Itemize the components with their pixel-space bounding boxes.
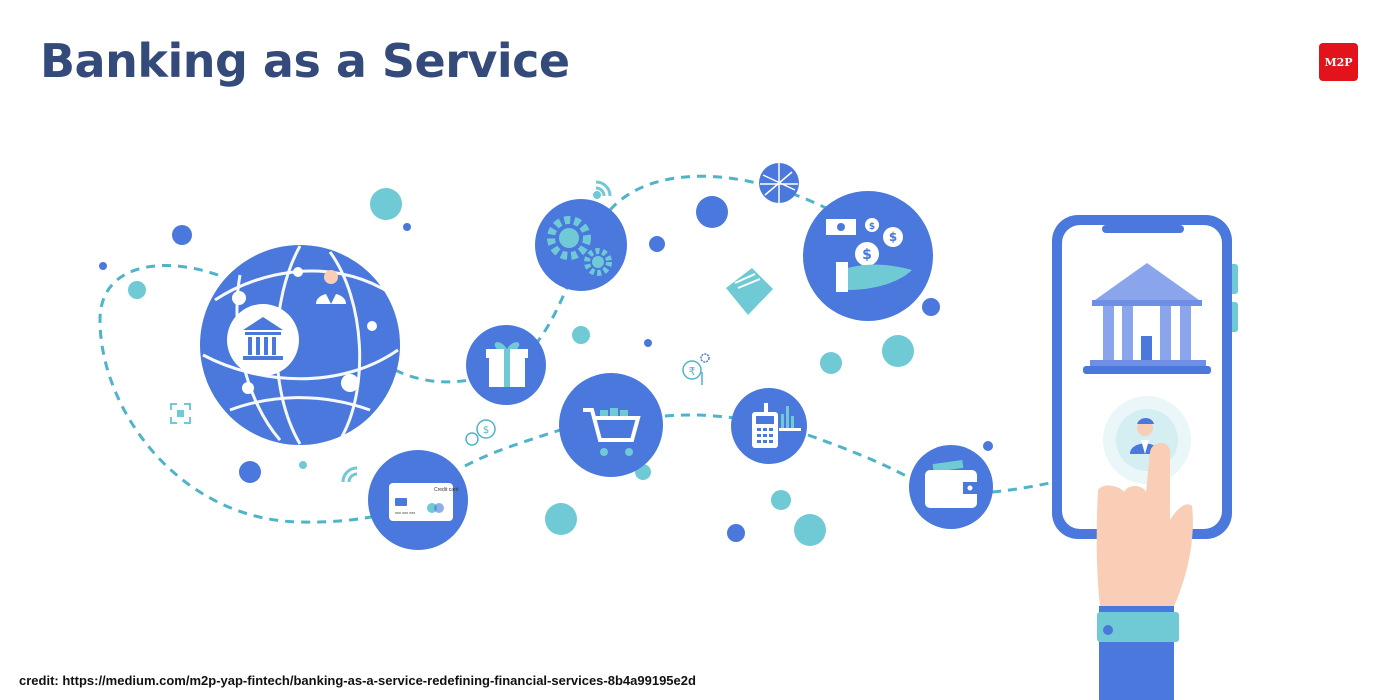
hand-icon	[1096, 443, 1193, 700]
bank-icon	[1083, 263, 1211, 374]
logo-text: M2P	[1324, 55, 1353, 69]
user-icon	[316, 270, 346, 304]
money-hand-icon: $ $ $	[803, 191, 933, 321]
network-globe-icon	[759, 163, 799, 203]
shopping-cart-icon	[559, 373, 663, 477]
card-label: Credit card	[434, 487, 459, 493]
svg-text:₹: ₹	[689, 365, 696, 378]
connection-path	[807, 433, 911, 480]
credit-text: credit: https://medium.com/m2p-yap-finte…	[19, 673, 696, 688]
wifi-icon	[593, 180, 612, 199]
connection-path	[394, 368, 471, 384]
slide-title: Banking as a Service	[40, 34, 570, 88]
globe-bank-icon	[200, 245, 400, 445]
envelope-icon	[726, 268, 773, 315]
connection-path	[98, 264, 396, 524]
svg-text:$: $	[483, 425, 489, 436]
gears-icon	[535, 199, 627, 291]
connection-path	[464, 428, 561, 468]
credit-card-icon: Credit card xxx xxx xxx	[368, 450, 468, 550]
coin-icon: $	[465, 419, 496, 446]
gift-icon	[466, 325, 546, 405]
scan-icon	[170, 403, 191, 424]
wifi-icon	[341, 466, 358, 483]
svg-text:$: $	[869, 222, 875, 232]
connection-path	[991, 480, 1056, 494]
svg-text:$: $	[889, 230, 897, 244]
m2p-logo: M2P	[1319, 43, 1358, 81]
smartphone-icon	[1052, 215, 1238, 539]
svg-text:$: $	[862, 247, 872, 263]
rupee-icon: ₹	[682, 353, 710, 385]
decorative-dots	[99, 188, 993, 546]
connection-path	[664, 413, 736, 420]
pos-terminal-icon	[731, 388, 807, 464]
card-number: xxx xxx xxx	[395, 510, 415, 515]
connection-path	[608, 174, 831, 212]
wallet-icon	[909, 445, 993, 529]
